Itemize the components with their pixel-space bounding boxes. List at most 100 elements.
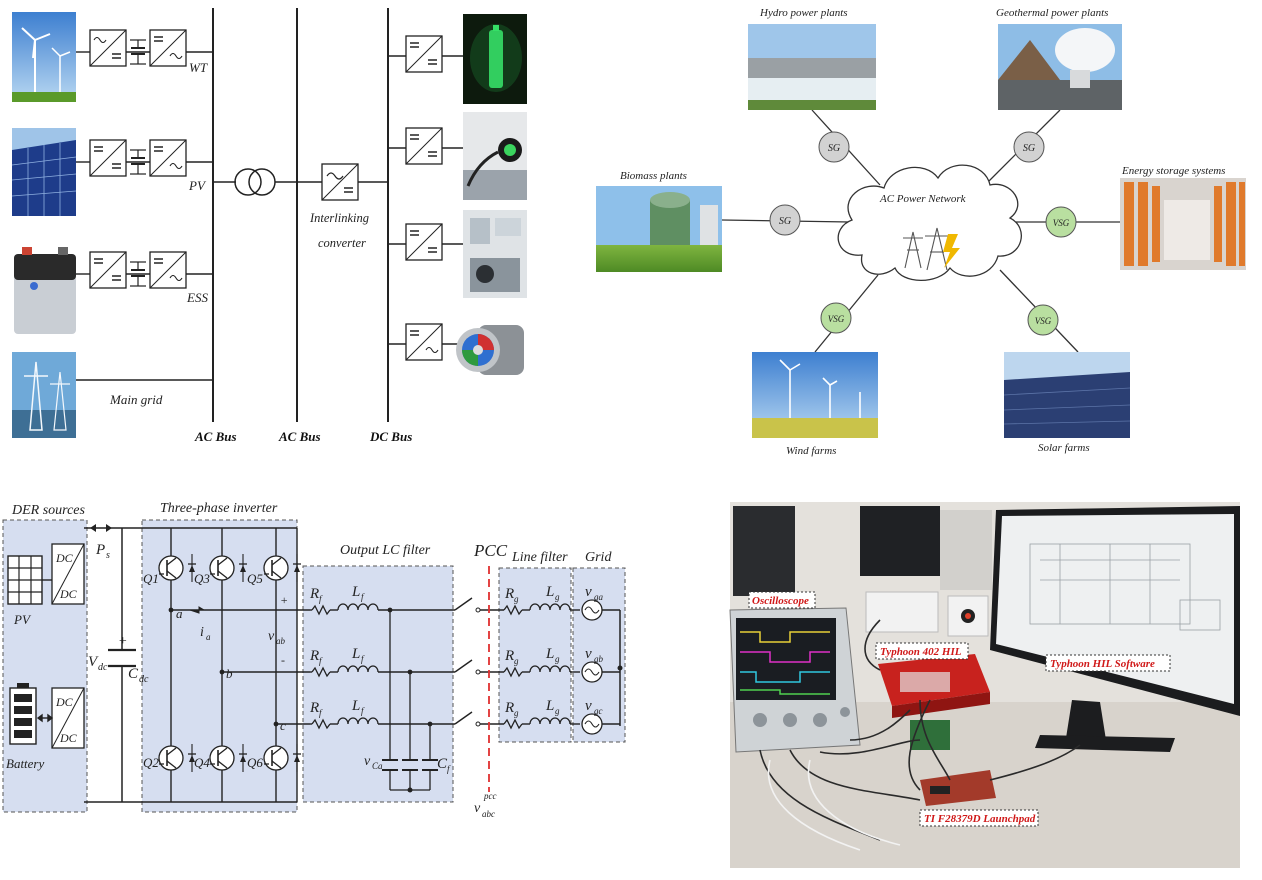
lg-label-3-sub: g — [555, 706, 560, 716]
grid-panel — [572, 567, 626, 743]
line-filter-title: Line filter — [511, 550, 568, 565]
ia-arrow — [189, 606, 206, 614]
lg-label-2: L — [545, 646, 554, 662]
lg-label-1: L — [545, 584, 554, 600]
igbt-upper-2 — [209, 554, 247, 582]
launchpad-tag: TI F28379D Launchpad — [919, 809, 1039, 827]
hydro-label: Hydro power plants — [759, 7, 848, 19]
svg-text:SG: SG — [1023, 143, 1035, 154]
ia-sub: a — [206, 632, 211, 642]
phase-b-label: b — [226, 666, 233, 681]
lf-label-1: L — [351, 584, 360, 600]
svg-text:DC: DC — [59, 731, 78, 745]
pv-label: PV — [188, 178, 207, 193]
q4-label: Q4 — [194, 755, 210, 770]
pv-array-icon — [7, 555, 43, 605]
svg-text:Typhoon 402 HIL: Typhoon 402 HIL — [880, 646, 962, 658]
svg-text:SG: SG — [779, 216, 791, 227]
wt-label: WT — [189, 60, 208, 75]
rg-label-3-sub: g — [514, 708, 519, 718]
dc-appliance-photo — [463, 210, 527, 298]
vg-label-3-sub: gc — [594, 706, 603, 716]
svg-text:DC: DC — [55, 695, 74, 709]
rg-label-2-sub: g — [514, 656, 519, 666]
lf-label-3-sub: f — [361, 706, 365, 716]
ev-charger-photo — [463, 112, 527, 200]
load-converter-4 — [405, 323, 443, 361]
geothermal-plant-photo — [998, 24, 1122, 110]
rf-label-3: R — [309, 700, 319, 716]
lg-label-2-sub: g — [555, 654, 560, 664]
svg-text:VSG: VSG — [1053, 218, 1070, 228]
grid-title: Grid — [585, 550, 612, 565]
lc-title: Output LC filter — [340, 543, 431, 558]
sg-hydro: SG — [818, 131, 850, 163]
ac-network-cloud: AC Power Network — [837, 164, 1022, 281]
vsg-solar: VSG — [1027, 304, 1059, 336]
source-converter-2a — [89, 139, 127, 177]
dc-motor-photo — [456, 312, 527, 398]
energy-storage-photo — [1120, 178, 1246, 270]
dc-link — [84, 527, 297, 803]
ac-bus-label-2: AC Bus — [278, 429, 321, 444]
igbt-lower-1 — [158, 744, 196, 772]
inverter-title: Three-phase inverter — [160, 501, 278, 516]
rg-label-1-sub: g — [514, 594, 519, 604]
svg-text:VSG: VSG — [828, 314, 845, 324]
interlinking-label-2: converter — [318, 236, 366, 250]
vg-label-2: v — [585, 646, 592, 662]
power-network-diagram: AC Power Network SG SG SG VSG VSG VSG — [596, 7, 1246, 457]
vdc-plus: + — [118, 634, 127, 649]
inverter-legs — [158, 528, 310, 802]
lg-label-3: L — [545, 698, 554, 714]
typhoon-hil-box — [878, 654, 990, 718]
vabc-sup: pcc — [483, 791, 497, 801]
hydro-plant-photo — [748, 24, 876, 110]
cf-label: C — [437, 756, 448, 772]
igbt-upper-1 — [158, 554, 196, 582]
load-converter-1 — [405, 35, 443, 73]
cf-sub: f — [447, 764, 451, 774]
q1-label: Q1 — [143, 571, 159, 586]
line-filter-panel — [498, 567, 572, 743]
lab-setup-photo: Oscilloscope Typhoon 402 HIL Typhoon HIL… — [729, 502, 1240, 868]
main-grid-label: Main grid — [109, 392, 163, 407]
source-converter-1b — [149, 29, 187, 67]
source-converter-2b — [149, 139, 187, 177]
lf-label-3: L — [351, 698, 360, 714]
geothermal-label: Geothermal power plants — [996, 7, 1108, 19]
oscilloscope — [729, 607, 861, 753]
q6-label: Q6 — [247, 755, 263, 770]
transmission-tower-photo — [12, 352, 76, 438]
source-converter-1a — [89, 29, 127, 67]
vab-sub: ab — [276, 636, 286, 646]
interlinking-label-1: Interlinking — [309, 211, 369, 225]
dc-bus-label: DC Bus — [369, 429, 412, 444]
wind-farms-label: Wind farms — [786, 445, 836, 457]
svg-text:VSG: VSG — [1035, 316, 1052, 326]
phase-c-label: c — [280, 718, 286, 733]
cdc-sub: dc — [139, 674, 149, 685]
capacitor-bank — [382, 610, 438, 791]
source-converter-3a — [89, 251, 127, 289]
microgrid-diagram: WT PV ESS Main grid Interlinking convert… — [11, 8, 527, 444]
source-converter-3b — [149, 251, 187, 289]
vdc-label: V — [88, 654, 99, 670]
vca-label: v — [364, 754, 371, 769]
ess-label: ESS — [186, 290, 208, 305]
network-label: AC Power Network — [879, 193, 967, 205]
biomass-plant-photo — [596, 186, 722, 272]
grid-node — [617, 665, 623, 671]
vg-label-3: v — [585, 698, 592, 714]
ia-label: i — [200, 625, 204, 640]
interlinking-converter — [297, 163, 388, 201]
vca-sub: Ca — [372, 761, 383, 771]
pv-label: PV — [13, 612, 32, 627]
q2-label: Q2 — [143, 755, 159, 770]
vab-minus: - — [281, 653, 285, 667]
svg-text:Typhoon HIL Software: Typhoon HIL Software — [1050, 658, 1155, 670]
svg-text:SG: SG — [828, 143, 840, 154]
rf-label-2: R — [309, 648, 319, 664]
